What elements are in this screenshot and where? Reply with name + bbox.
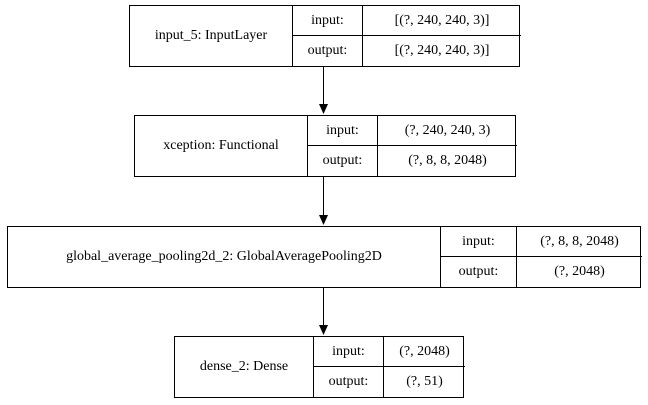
output-label: output: xyxy=(293,36,363,66)
edge-pooling-to-dense xyxy=(319,288,328,335)
node-name: global_average_pooling2d_2: GlobalAverag… xyxy=(8,227,441,287)
node-input-layer: input_5: InputLayer input: [(?, 240, 240… xyxy=(129,5,521,67)
input-shape: (?, 240, 240, 3) xyxy=(378,116,517,146)
output-shape: (?, 51) xyxy=(406,374,443,389)
edge-input-to-xception xyxy=(319,67,328,114)
node-name: xception: Functional xyxy=(135,116,308,176)
arrow-head-icon xyxy=(319,104,328,114)
node-dense: dense_2: Dense input: (?, 2048) output: … xyxy=(174,336,465,398)
node-name: dense_2: Dense xyxy=(175,337,314,397)
input-label: input: xyxy=(308,116,378,146)
output-shape: [(?, 240, 240, 3)] xyxy=(394,43,490,58)
input-shape: [(?, 240, 240, 3)] xyxy=(363,6,521,36)
output-label: output: xyxy=(308,146,378,176)
input-label: input: xyxy=(314,337,384,367)
output-shape: (?, 8, 8, 2048) xyxy=(408,153,487,168)
edge-xception-to-pooling xyxy=(319,177,328,225)
output-label: output: xyxy=(441,257,517,287)
output-shape: (?, 2048) xyxy=(554,264,605,279)
node-global-average-pooling: global_average_pooling2d_2: GlobalAverag… xyxy=(7,226,642,288)
input-shape: (?, 8, 8, 2048) xyxy=(517,227,642,257)
arrow-head-icon xyxy=(319,325,328,335)
input-label: input: xyxy=(441,227,517,257)
arrow-head-icon xyxy=(319,215,328,225)
node-name: input_5: InputLayer xyxy=(130,6,293,66)
input-shape: (?, 2048) xyxy=(384,337,465,367)
node-xception-functional: xception: Functional input: (?, 240, 240… xyxy=(134,115,517,177)
input-label: input: xyxy=(293,6,363,36)
output-label: output: xyxy=(314,367,384,397)
